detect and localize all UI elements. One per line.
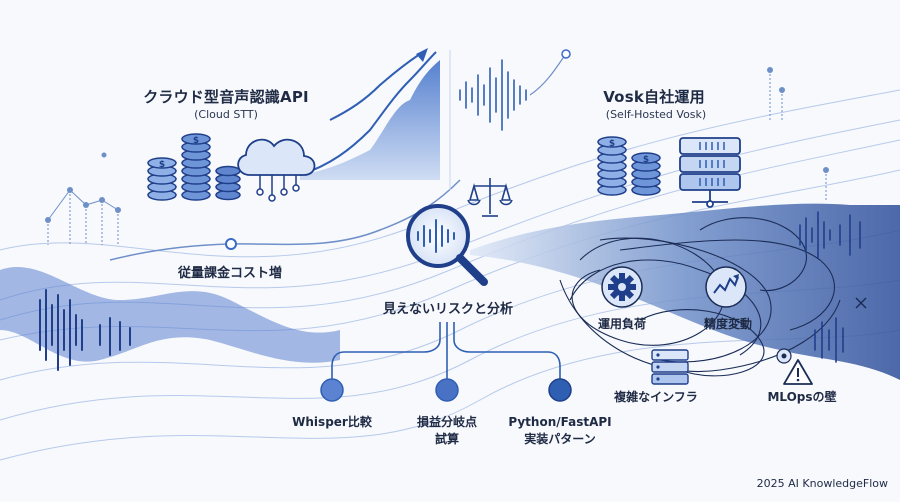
right-wave-region — [470, 203, 900, 380]
cloud-stt-title: クラウド型音声認識API — [143, 88, 309, 106]
vosk-title: Vosk自社運用 — [603, 88, 705, 106]
server-icon — [651, 349, 689, 385]
small-gear-icon — [776, 348, 792, 364]
left-waveform — [39, 289, 131, 371]
server-icon — [679, 137, 741, 208]
rising-line — [299, 51, 437, 176]
gear-icon — [601, 266, 643, 308]
warning-icon — [783, 359, 813, 385]
complex-infra-label: 複雑なインフラ — [614, 390, 698, 404]
scale-icon — [467, 178, 513, 217]
mlops-wall-label: MLOpsの壁 — [767, 390, 837, 404]
risk-analysis-label: 見えないリスクと分析 — [382, 302, 514, 317]
vosk-subtitle: (Self-Hosted Vosk) — [605, 108, 707, 121]
dot-stems-right — [769, 70, 827, 200]
ops-load-label: 運用負荷 — [597, 317, 647, 331]
chart-icon — [705, 266, 747, 308]
dot-stems-left — [47, 190, 119, 245]
svg-text:$: $ — [159, 160, 165, 170]
coin-stack-icon — [597, 136, 661, 196]
accuracy-drift-label: 精度変動 — [703, 317, 753, 331]
dots-left — [45, 152, 121, 223]
whisper-compare-label: Whisper比較 — [292, 415, 372, 429]
magnifier-icon — [406, 204, 488, 286]
cloud-stt-subtitle: (Cloud STT) — [194, 108, 258, 121]
footer-credit: 2025 AI KnowledgeFlow — [756, 477, 888, 490]
tangled-lines — [559, 217, 841, 377]
svg-text:$: $ — [643, 155, 649, 165]
right-waveform — [799, 211, 861, 363]
branch-node-fastapi — [548, 378, 572, 402]
cloud-icon — [237, 138, 316, 176]
cost-increase-label: 従量課金コスト増 — [177, 266, 283, 281]
left-wave-shape — [0, 266, 340, 363]
branch-node-breakeven — [435, 378, 459, 402]
arrow-line — [329, 53, 421, 121]
rising-area-chart — [300, 60, 440, 180]
branch-node-whisper — [320, 378, 344, 402]
fastapi-pattern-label: Python/FastAPI 実装パターン — [508, 415, 612, 446]
coin-stack-icon — [147, 133, 241, 201]
cloud-network-lines — [256, 175, 300, 202]
x-mark-icon — [855, 297, 867, 309]
svg-text:$: $ — [193, 136, 199, 146]
top-waveform — [459, 59, 527, 131]
svg-text:$: $ — [609, 139, 615, 149]
cost-node — [225, 238, 237, 250]
breakeven-label: 損益分岐点 試算 — [416, 415, 478, 446]
branch-lines — [331, 322, 561, 380]
arrow-head — [416, 48, 428, 62]
